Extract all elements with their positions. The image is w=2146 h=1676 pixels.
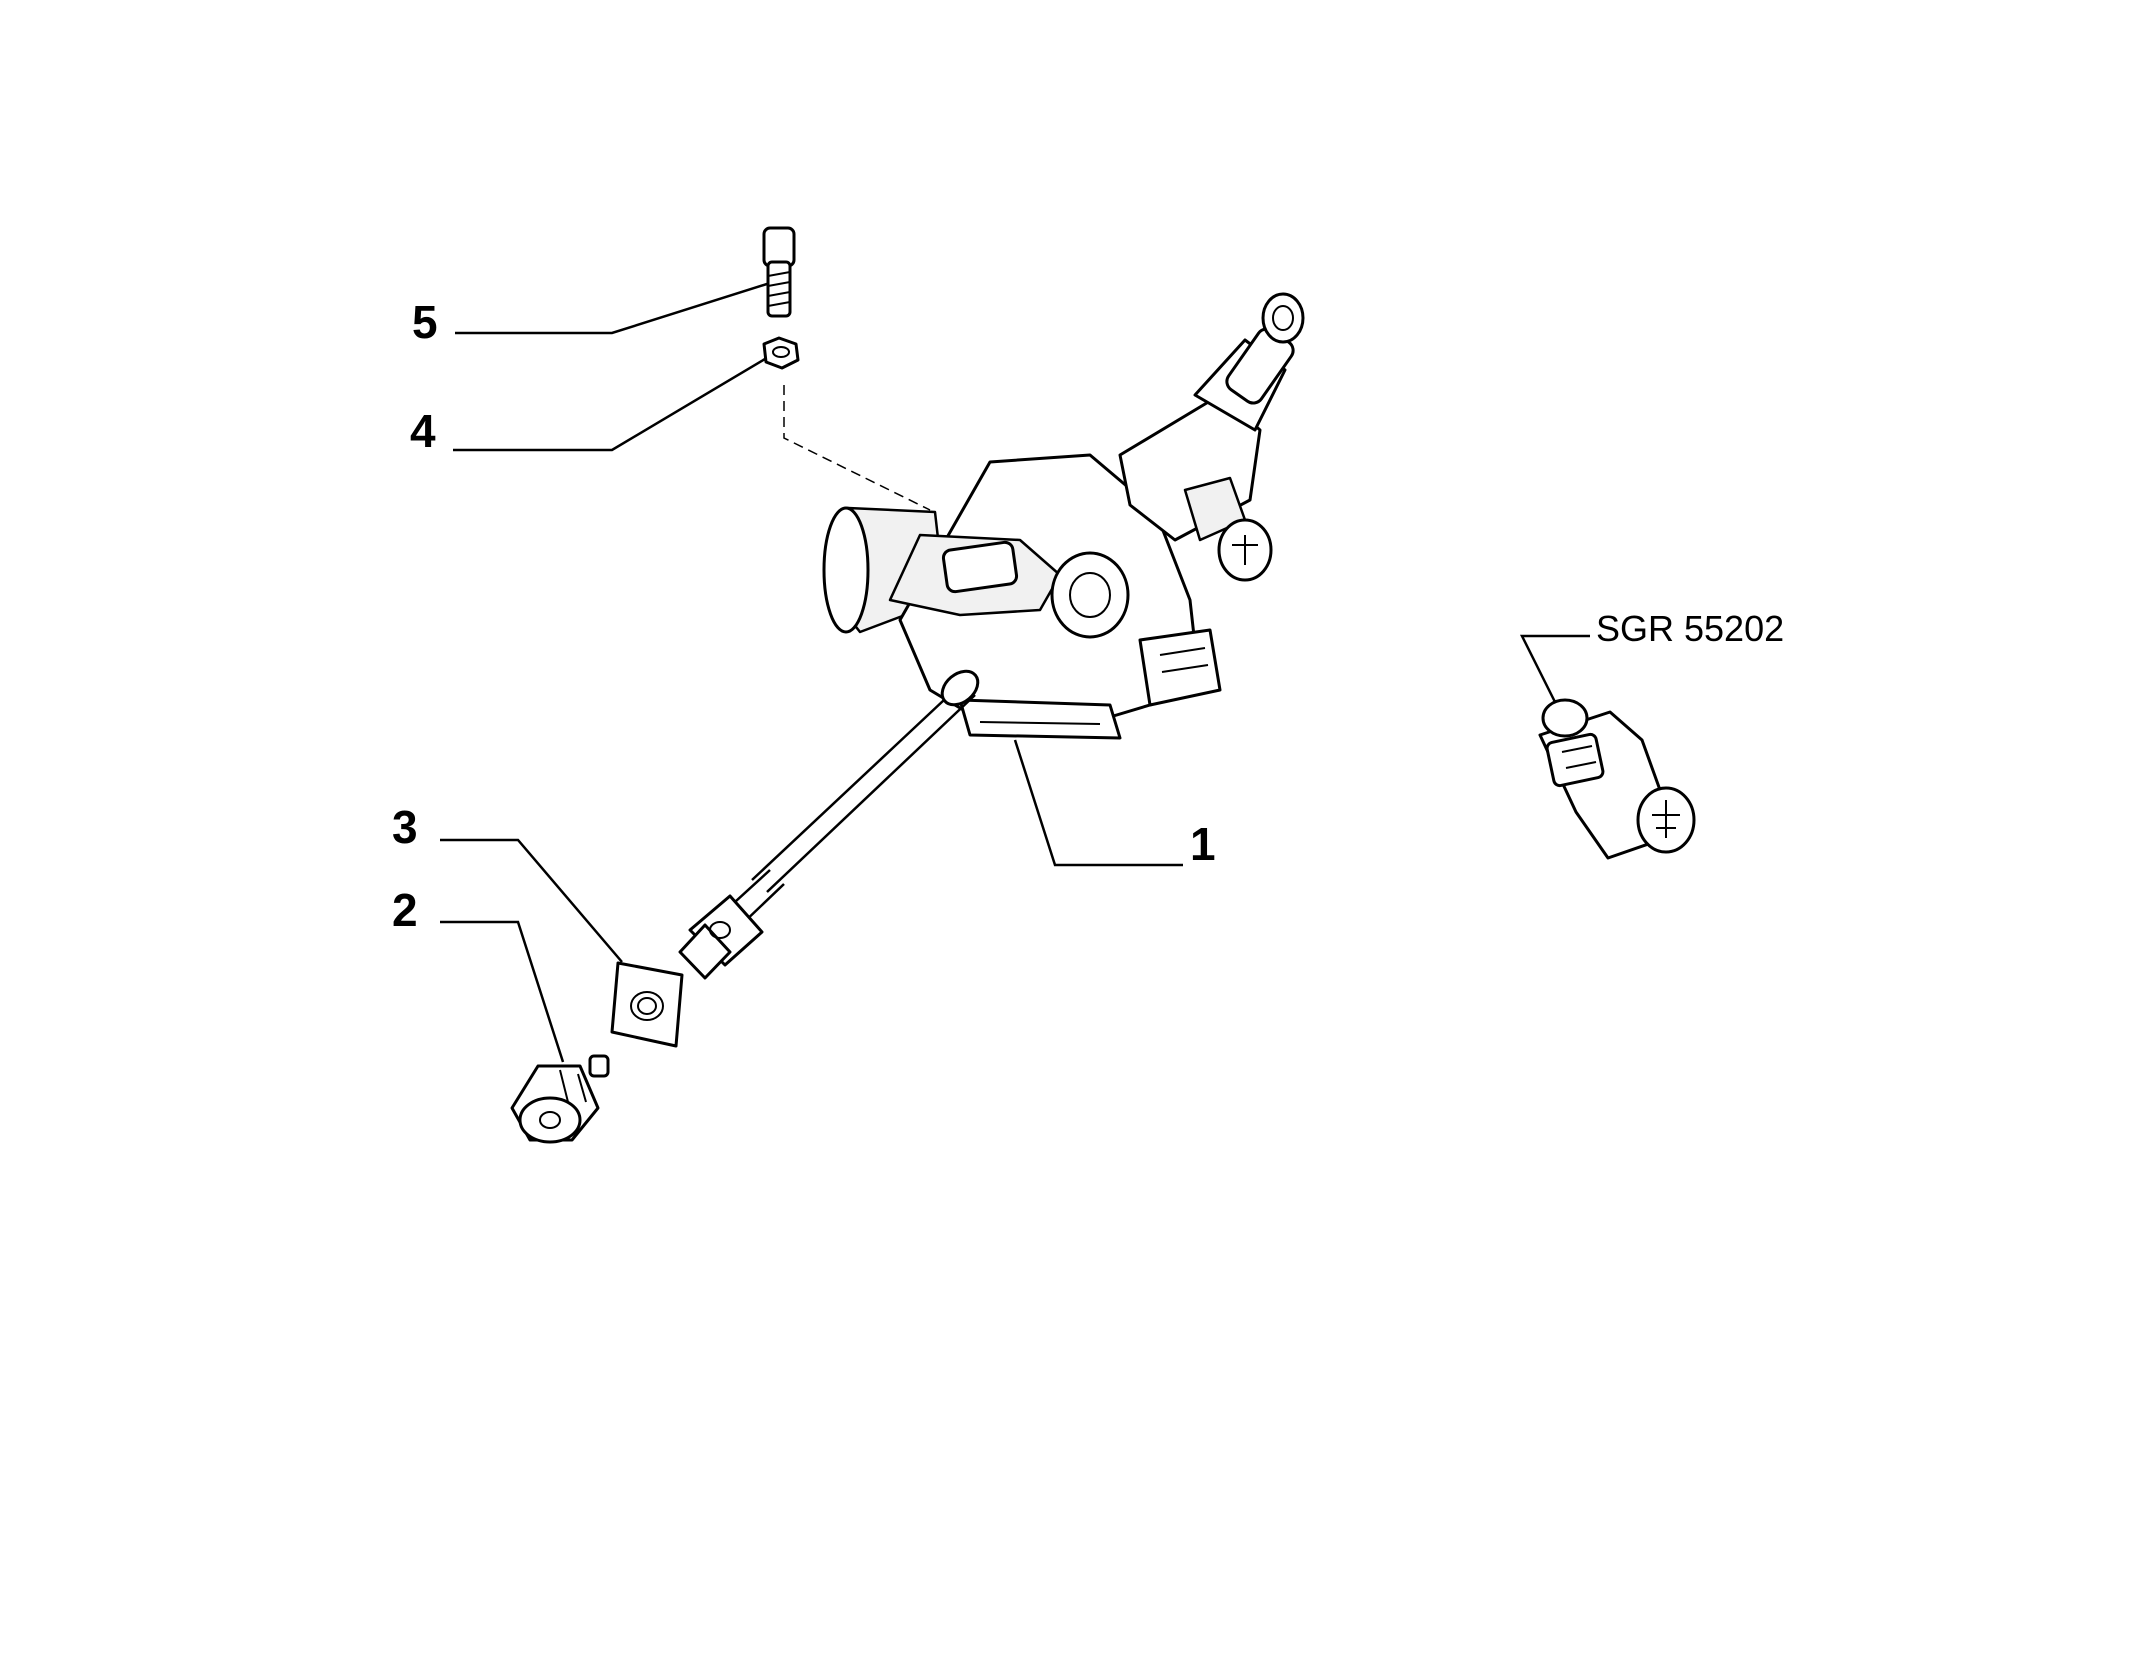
hex-nut-icon (762, 336, 800, 370)
reference-leader (1519, 634, 1590, 713)
ignition-connector-icon (1538, 698, 1696, 860)
callout-4[interactable]: 4 (410, 354, 771, 457)
steering-column-assembly-icon (678, 292, 1305, 980)
callout-3-leader (440, 838, 623, 963)
callout-4-label: 4 (410, 405, 436, 457)
reference-label: SGR 55202 (1596, 608, 1784, 649)
dust-boot-grommet-icon (510, 1054, 610, 1144)
callout-4-leader (453, 354, 771, 452)
assembly-path-dashed (783, 385, 931, 511)
reference-sgr[interactable]: SGR 55202 (1519, 608, 1784, 713)
callout-1-leader (1013, 739, 1183, 867)
callout-5-label: 5 (412, 296, 438, 348)
callout-2-leader (440, 920, 565, 1063)
callout-3-label: 3 (392, 801, 418, 853)
callout-5[interactable]: 5 (412, 281, 771, 348)
callout-3[interactable]: 3 (392, 801, 623, 963)
gasket-plate-icon (610, 961, 684, 1048)
bolt-icon (762, 226, 796, 318)
callout-1-label: 1 (1190, 818, 1216, 870)
callout-1[interactable]: 1 (1013, 739, 1216, 870)
callout-5-leader (455, 281, 771, 335)
callout-2[interactable]: 2 (392, 884, 565, 1063)
callout-2-label: 2 (392, 884, 418, 936)
